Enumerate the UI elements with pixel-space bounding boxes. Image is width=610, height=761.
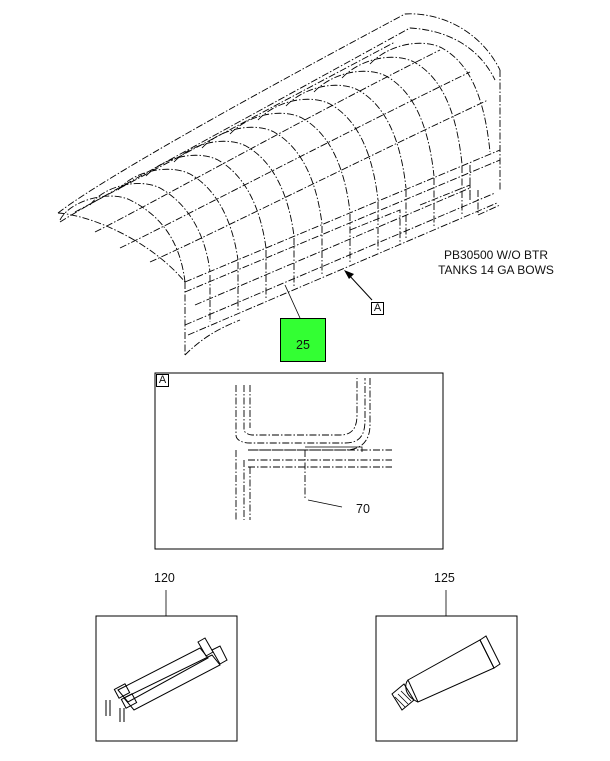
callout-25-button[interactable]: 25 xyxy=(280,318,326,362)
callout-120-label[interactable]: 120 xyxy=(154,571,175,585)
part-125-box xyxy=(375,615,518,742)
sealant-tube-illustration xyxy=(391,635,501,711)
detail-a-rail xyxy=(235,378,392,520)
callout-25-label: 25 xyxy=(296,338,310,352)
callout-70-label[interactable]: 70 xyxy=(356,502,370,516)
adhesive-cartridge-illustration xyxy=(105,637,228,722)
view-arrow-a xyxy=(344,270,373,301)
leader-25 xyxy=(284,284,301,319)
part-120-box xyxy=(95,615,238,742)
model-caption-line2: TANKS 14 GA BOWS xyxy=(438,263,554,277)
body-frame xyxy=(57,13,501,356)
callout-125-label[interactable]: 125 xyxy=(434,571,455,585)
roof-bows xyxy=(59,41,491,283)
model-caption-line1: PB30500 W/O BTR xyxy=(443,248,549,262)
view-a-reference: A xyxy=(371,302,384,315)
model-caption: PB30500 W/O BTR TANKS 14 GA BOWS xyxy=(428,248,564,278)
detail-a-frame xyxy=(154,372,444,550)
detail-a-label: A xyxy=(156,374,169,387)
